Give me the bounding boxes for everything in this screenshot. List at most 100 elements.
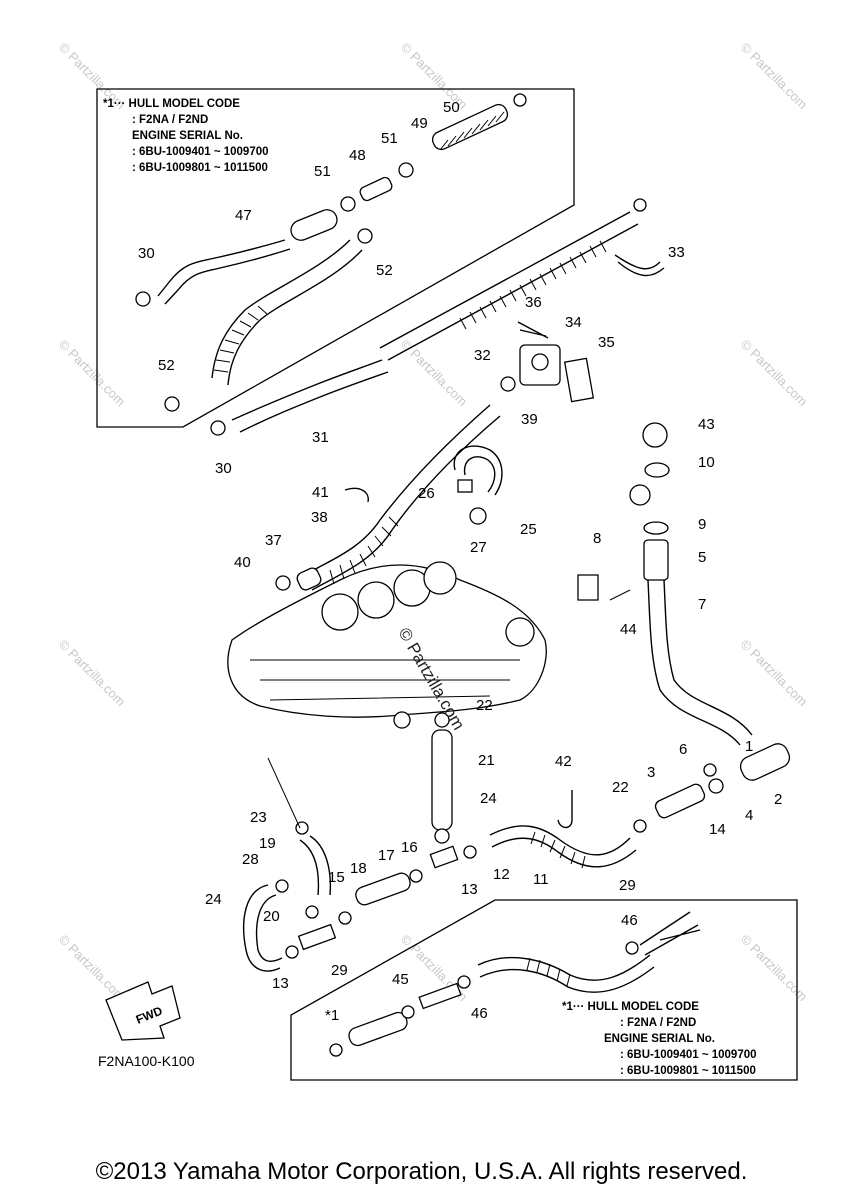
- note-line: *1··· HULL MODEL CODE: [103, 98, 240, 110]
- clamp-30: [210, 420, 226, 436]
- clamp-22: [434, 712, 450, 728]
- callout-label: 46: [471, 1005, 488, 1022]
- callout-label: 29: [619, 877, 636, 894]
- option-note-top: *1··· HULL MODEL CODE : F2NA / F2ND ENGI…: [103, 98, 269, 174]
- callout-label: 52: [376, 262, 393, 279]
- callout-label: 22: [476, 697, 493, 714]
- callout-label: 41: [312, 484, 329, 501]
- callout-label: 47: [235, 207, 252, 224]
- callout-label: 31: [312, 429, 329, 446]
- parts-diagram: © Partzilla.com © Partzilla.com © Partzi…: [56, 40, 811, 1081]
- option-note-bottom: *1··· HULL MODEL CODE : F2NA / F2ND ENGI…: [562, 1001, 757, 1077]
- sleeve-2: [739, 743, 791, 781]
- watermark: © Partzilla.com: [56, 337, 129, 410]
- callout-label: 15: [328, 869, 345, 886]
- callout-label: 50: [443, 99, 460, 116]
- tee-15: [429, 845, 459, 869]
- callout-label: 38: [311, 509, 328, 526]
- watermark: © Partzilla.com: [56, 932, 129, 1005]
- callout-label: 39: [521, 411, 538, 428]
- callout-layer: 50 49 51 48 51 47 30 52 33 36 34 35 32 5…: [138, 99, 782, 1024]
- clamp-13: [463, 845, 477, 859]
- callout-label: 44: [620, 621, 637, 638]
- clamp-13: [625, 941, 639, 955]
- callout-label: 36: [525, 294, 542, 311]
- clamp-29: [275, 879, 289, 893]
- hose-21: [431, 729, 453, 831]
- callout-label: 7: [698, 596, 706, 613]
- callout-label: 5: [698, 549, 706, 566]
- clamp-39: [500, 376, 516, 392]
- leader-line: [267, 757, 301, 829]
- callout-label: 16: [401, 839, 418, 856]
- note-line: ENGINE SERIAL No.: [604, 1033, 715, 1045]
- clamp-top: [513, 93, 527, 107]
- clamp-51: [398, 162, 414, 178]
- callout-label: 10: [698, 454, 715, 471]
- callout-label: 22: [612, 779, 629, 796]
- note-line: : 6BU-1009401 ~ 1009700: [132, 146, 269, 158]
- clamp-14: [633, 819, 647, 833]
- hose-52-ribs: [213, 305, 268, 373]
- oring-9: [643, 521, 669, 535]
- hose-47-segment: [290, 209, 338, 241]
- hose-25: [453, 445, 503, 496]
- clip-42: [557, 790, 573, 829]
- callout-label: 26: [418, 485, 435, 502]
- callout-label: 25: [520, 521, 537, 538]
- hose-52: [211, 239, 363, 386]
- nut-10: [644, 462, 670, 478]
- clamp-18: [338, 911, 352, 925]
- clamp-30: [135, 291, 151, 307]
- callout-label: 17: [378, 847, 395, 864]
- clip-33: [614, 254, 665, 277]
- option-box-bottom: [290, 899, 798, 1081]
- hose-12-ribs: [530, 831, 586, 869]
- callout-label: 52: [158, 357, 175, 374]
- clamp-51: [340, 196, 356, 212]
- callout-label: 19: [259, 835, 276, 852]
- note-line: *1··· HULL MODEL CODE: [562, 1001, 699, 1013]
- callout-label: 18: [350, 860, 367, 877]
- callout-label: 3: [647, 764, 655, 781]
- clamp-46: [401, 1005, 415, 1019]
- callout-label: 12: [493, 866, 510, 883]
- note-line: : 6BU-1009801 ~ 1011500: [132, 162, 268, 174]
- callout-label: 43: [698, 416, 715, 433]
- hose-50: [431, 103, 509, 151]
- cap-part: [629, 484, 651, 506]
- watermark: © Partzilla.com: [56, 637, 129, 710]
- callout-label: 42: [555, 753, 572, 770]
- clamp-22: [434, 828, 450, 844]
- tee-bottom: [418, 982, 462, 1010]
- fitting-bottom-y: [639, 911, 701, 956]
- copyright-notice: ©2013 Yamaha Motor Corporation, U.S.A. A…: [95, 1158, 748, 1185]
- callout-label: 28: [242, 851, 259, 868]
- diagram-code: F2NA100-K100: [98, 1053, 195, 1069]
- watermark: © Partzilla.com: [398, 337, 471, 410]
- callout-label: 51: [314, 163, 331, 180]
- bracket-8: [577, 574, 599, 601]
- clamp-45: [457, 975, 471, 989]
- callout-label: 11: [533, 871, 549, 888]
- watermark: © Partzilla.com: [738, 337, 811, 410]
- callout-label: 49: [411, 115, 428, 132]
- callout-label: 24: [480, 790, 497, 807]
- hose-bottom-corrugated: [348, 1011, 408, 1047]
- hose-11: [489, 825, 637, 868]
- clamp-27: [469, 507, 487, 525]
- hose-bottom-box: [477, 954, 655, 993]
- clamp-52: [164, 396, 180, 412]
- neck-5: [643, 539, 669, 581]
- clamp-24: [305, 905, 319, 919]
- hose-7: [647, 579, 753, 746]
- hose-32-ribs: [459, 240, 607, 330]
- hose-50-ribs: [439, 111, 505, 151]
- callout-label: 33: [668, 244, 685, 261]
- callout-label: 2: [774, 791, 782, 808]
- callout-label: 13: [461, 881, 478, 898]
- callout-label: 14: [709, 821, 726, 838]
- callout-label: 34: [565, 314, 582, 331]
- callout-label: 30: [215, 460, 232, 477]
- hose-31: [231, 359, 389, 433]
